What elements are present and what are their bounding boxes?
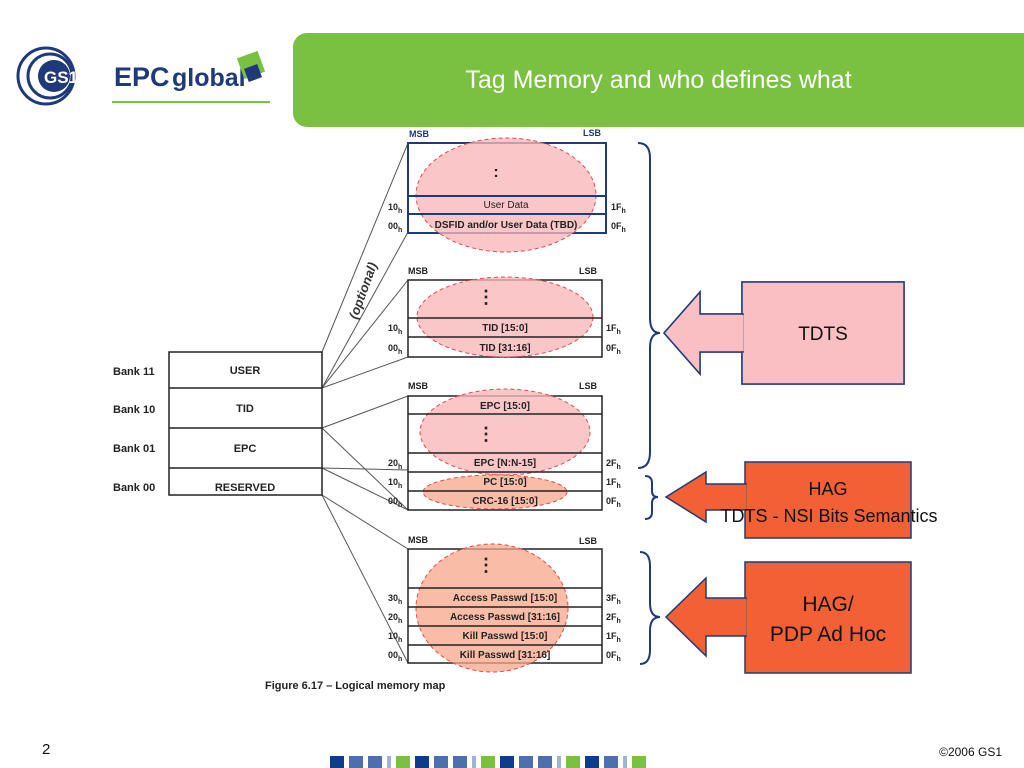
callout-label: TDTS — [798, 324, 848, 345]
memory-row-label: CRC-16 [15:0] — [472, 496, 538, 507]
bank-label: Bank 10 — [113, 404, 155, 416]
brace-icon — [639, 551, 661, 665]
reserved-memory-block: MSB LSB ⋮ Access Passwd [15:0] Access Pa… — [388, 535, 621, 673]
address-left: 00h — [388, 343, 402, 356]
logo-gs1-text: GS1 — [44, 68, 78, 87]
address-left: 20h — [388, 612, 402, 625]
footer-decoration — [330, 756, 646, 768]
msb-label: MSB — [408, 535, 429, 545]
memory-row-label: User Data — [483, 200, 528, 211]
gs1-logo-icon — [16, 46, 76, 106]
address-right: 1Fh — [606, 323, 621, 336]
memory-row-label: EPC [N:N-15] — [474, 458, 536, 469]
bank-table: Bank 11 Bank 10 Bank 01 Bank 00 USER TID… — [113, 351, 323, 496]
memory-row-label: PC [15:0] — [483, 477, 526, 488]
address-right: 1Fh — [606, 631, 621, 644]
gs1-epcglobal-logo: GS1 EPC global — [16, 46, 270, 106]
memory-row-label: Kill Passwd [31:16] — [460, 650, 551, 661]
memory-row-label: Kill Passwd [15:0] — [462, 631, 547, 642]
tdts-callout: TDTS — [663, 281, 905, 385]
msb-label: MSB — [408, 266, 429, 276]
address-left: 10h — [388, 631, 402, 644]
ellipsis-dots: ⋮ — [477, 424, 495, 444]
brace-icon — [644, 475, 659, 520]
logo-global-text: global — [172, 64, 246, 92]
address-right: 2Fh — [606, 458, 621, 471]
epc-badge-icon — [236, 50, 266, 82]
address-right: 3Fh — [606, 593, 621, 606]
msb-label: MSB — [409, 129, 430, 139]
slide-number: 2 — [42, 741, 51, 758]
memory-row-label: TID [15:0] — [482, 323, 528, 334]
ellipsis-dots: : — [493, 164, 498, 181]
bank-label: Bank 00 — [113, 482, 155, 494]
logo-epc-text: EPC — [114, 62, 170, 92]
memory-row-label: DSFID and/or User Data (TBD) — [435, 220, 578, 231]
bank-name: RESERVED — [215, 482, 275, 494]
page-title: Tag Memory and who defines what — [465, 65, 852, 94]
memory-row-label: EPC [15:0] — [480, 401, 530, 412]
memory-row-label: Access Passwd [31:16] — [450, 612, 560, 623]
address-right: 2Fh — [606, 612, 621, 625]
figure-caption: Figure 6.17 – Logical memory map — [265, 680, 446, 692]
address-right: 1Fh — [606, 477, 621, 490]
memory-row-label: TID [31:16] — [479, 343, 530, 354]
brace-icon — [637, 142, 661, 469]
callout-label: HAG/ — [802, 593, 854, 616]
address-right: 0Fh — [611, 221, 626, 234]
address-left: 30h — [388, 593, 402, 606]
ellipsis-dots: ⋮ — [477, 555, 495, 575]
memory-row-label: Access Passwd [15:0] — [453, 593, 558, 604]
callout-label: TDTS - NSI Bits Semantics — [720, 506, 937, 526]
lsb-label: LSB — [579, 381, 598, 391]
address-left: 00h — [388, 221, 402, 234]
address-right: 0Fh — [606, 343, 621, 356]
address-left: 10h — [388, 477, 402, 490]
lsb-label: LSB — [579, 266, 598, 276]
optional-label: (optional) — [346, 260, 380, 321]
address-left: 20h — [388, 458, 402, 471]
bank-name: USER — [230, 365, 261, 377]
user-memory-block: MSB LSB : User Data DSFID and/or User Da… — [388, 128, 626, 253]
address-left: 00h — [388, 650, 402, 663]
pdp-callout: HAG/ PDP Ad Hoc — [664, 561, 912, 674]
tid-memory-block: MSB LSB ⋮ TID [15:0] TID [31:16] 10h 00h… — [388, 266, 621, 358]
address-right: 1Fh — [611, 202, 626, 215]
bank-connectors — [321, 142, 409, 664]
copyright: ©2006 GS1 — [939, 745, 1002, 759]
lsb-label: LSB — [579, 536, 598, 546]
address-right: 0Fh — [606, 650, 621, 663]
hag-callout: HAG TDTS - NSI Bits Semantics — [664, 461, 938, 539]
bank-label: Bank 01 — [113, 443, 155, 455]
bank-label: Bank 11 — [113, 366, 155, 378]
lsb-label: LSB — [583, 128, 602, 138]
bank-name: EPC — [234, 443, 257, 455]
address-right: 0Fh — [606, 496, 621, 509]
bank-name: TID — [236, 403, 254, 415]
address-left: 00h — [388, 496, 402, 509]
address-left: 10h — [388, 202, 402, 215]
epc-memory-block: MSB LSB EPC [15:0] ⋮ EPC [N:N-15] PC [15… — [388, 381, 621, 511]
address-left: 10h — [388, 323, 402, 336]
header-bar — [293, 33, 1024, 127]
msb-label: MSB — [408, 381, 429, 391]
ellipsis-dots: ⋮ — [477, 287, 495, 307]
callout-label: HAG — [808, 479, 847, 499]
callout-label: PDP Ad Hoc — [770, 623, 886, 646]
